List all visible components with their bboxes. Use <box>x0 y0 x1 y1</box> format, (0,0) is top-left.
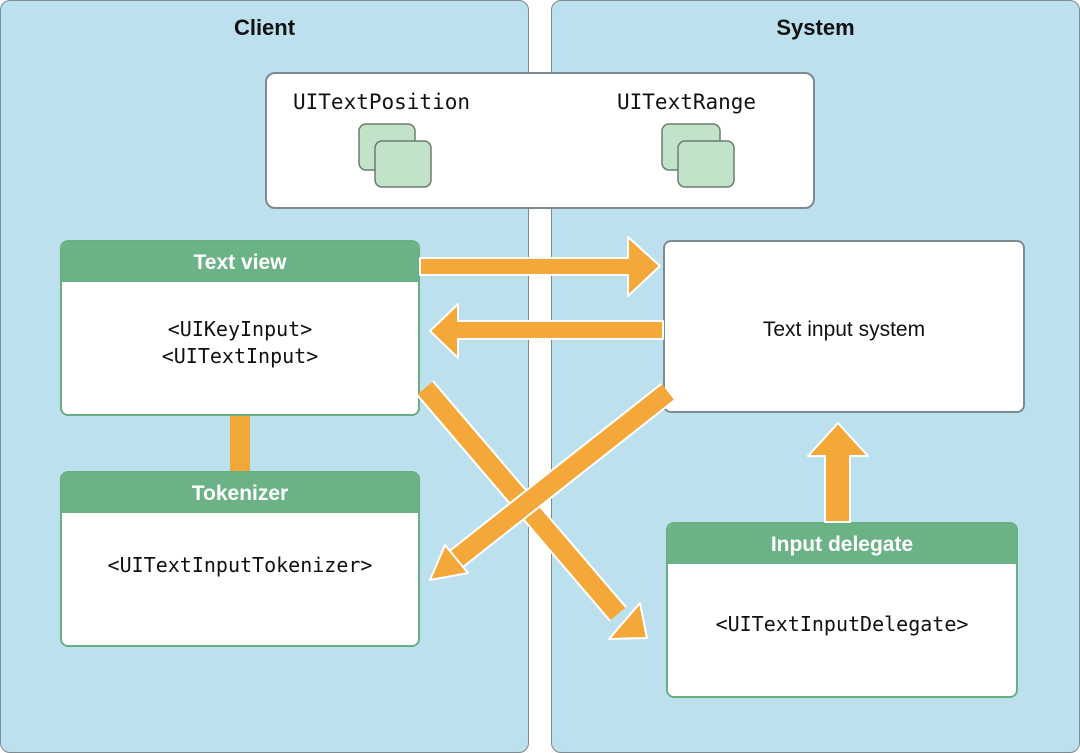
shared-objects-box: UITextPosition UITextRange <box>265 72 815 209</box>
client-panel-title: Client <box>233 15 296 40</box>
input-delegate-header: Input delegate <box>668 524 1016 564</box>
input-delegate-protocol: <UITextInputDelegate> <box>715 612 969 636</box>
text-input-system-box: Text input system <box>663 240 1025 413</box>
text-range-cards-icon <box>661 123 735 188</box>
text-input-system-label: Text input system <box>762 318 926 341</box>
text-view-tokenizer-connector <box>230 412 250 474</box>
text-input-protocol: <UITextInput> <box>161 344 319 368</box>
text-position-label: UITextPosition <box>293 90 471 114</box>
tokenizer-protocol: <UITextInputTokenizer> <box>107 553 373 577</box>
system-panel-title: System <box>776 15 855 40</box>
text-view-box: Text view <UIKeyInput> <UITextInput> <box>60 240 420 416</box>
key-input-protocol: <UIKeyInput> <box>167 317 313 341</box>
text-view-protocols: <UIKeyInput> <UITextInput> <box>62 316 418 370</box>
tokenizer-header: Tokenizer <box>62 473 418 513</box>
text-range-label: UITextRange <box>617 90 757 114</box>
text-view-header: Text view <box>62 242 418 282</box>
input-delegate-box: Input delegate <UITextInputDelegate> <box>666 522 1018 698</box>
tokenizer-box: Tokenizer <UITextInputTokenizer> <box>60 471 420 647</box>
text-position-cards-icon <box>358 123 432 188</box>
